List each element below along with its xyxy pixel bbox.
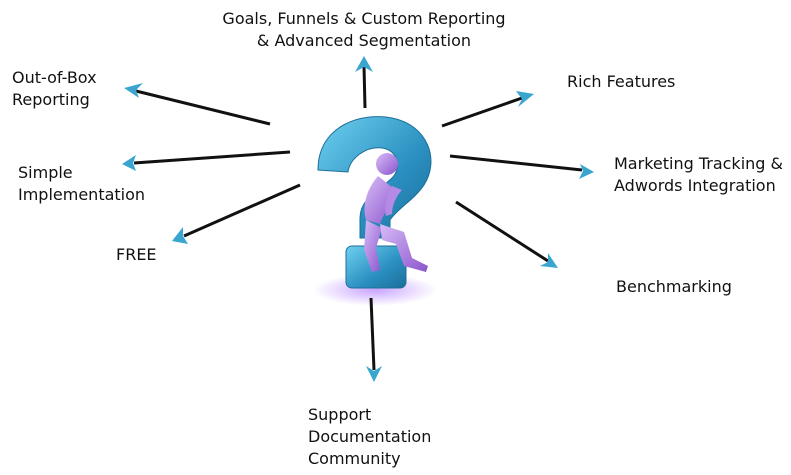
arrow-simple-implementation bbox=[122, 150, 291, 171]
question-mark-thinker-icon bbox=[313, 116, 437, 306]
arrow-out-of-box bbox=[124, 83, 271, 126]
label-support: Support Documentation Community bbox=[308, 405, 432, 468]
arrow-support bbox=[366, 297, 382, 382]
label-rich-features: Rich Features bbox=[567, 72, 676, 91]
arrow-benchmarking bbox=[455, 200, 558, 268]
label-out-of-box-reporting: Out-of-Box Reporting bbox=[12, 68, 97, 109]
arrow-goals bbox=[355, 56, 373, 109]
label-goals: Goals, Funnels & Custom Reporting & Adva… bbox=[222, 9, 506, 50]
arrow-free bbox=[172, 183, 301, 244]
arrow-rich-features bbox=[441, 91, 534, 128]
label-marketing-tracking: Marketing Tracking & Adwords Integration bbox=[614, 154, 783, 195]
label-free: FREE bbox=[116, 245, 157, 264]
label-simple-implementation: Simple Implementation bbox=[18, 163, 146, 204]
arrow-marketing bbox=[449, 154, 594, 179]
label-benchmarking: Benchmarking bbox=[616, 277, 732, 296]
